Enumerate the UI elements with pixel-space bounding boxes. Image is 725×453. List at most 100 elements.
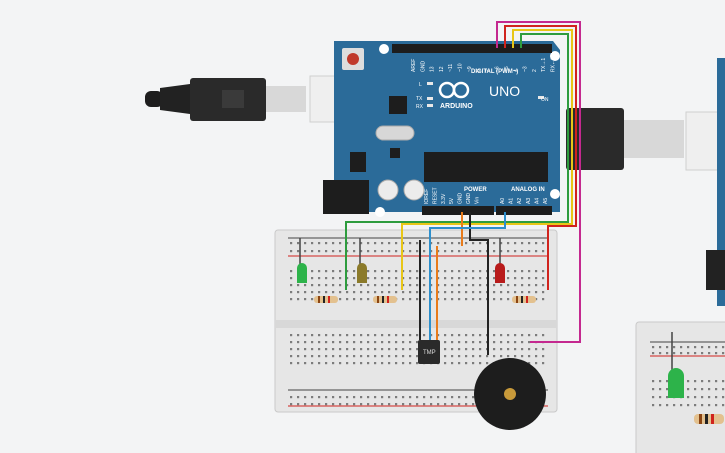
breadboard-hole[interactable] [652, 352, 655, 355]
breadboard-hole[interactable] [360, 291, 363, 294]
breadboard-hole[interactable] [659, 396, 662, 399]
breadboard-hole[interactable] [528, 334, 531, 337]
breadboard-hole[interactable] [416, 298, 419, 301]
breadboard-hole[interactable] [353, 298, 356, 301]
breadboard-hole[interactable] [465, 396, 468, 399]
breadboard-hole[interactable] [666, 352, 669, 355]
breadboard-hole[interactable] [514, 334, 517, 337]
breadboard-hole[interactable] [465, 341, 468, 344]
breadboard-hole[interactable] [715, 346, 718, 349]
breadboard-hole[interactable] [367, 298, 370, 301]
breadboard-hole[interactable] [311, 277, 314, 280]
breadboard-hole[interactable] [423, 270, 426, 273]
breadboard-hole[interactable] [694, 380, 697, 383]
breadboard-hole[interactable] [465, 291, 468, 294]
breadboard-hole[interactable] [521, 284, 524, 287]
breadboard-hole[interactable] [423, 291, 426, 294]
breadboard-hole[interactable] [451, 277, 454, 280]
breadboard-hole[interactable] [374, 270, 377, 273]
breadboard-hole[interactable] [395, 334, 398, 337]
breadboard-hole[interactable] [673, 404, 676, 407]
breadboard-hole[interactable] [437, 284, 440, 287]
breadboard-hole[interactable] [297, 403, 300, 406]
breadboard-hole[interactable] [430, 298, 433, 301]
breadboard-hole[interactable] [416, 355, 419, 358]
breadboard-hole[interactable] [304, 403, 307, 406]
breadboard-hole[interactable] [521, 277, 524, 280]
breadboard-hole[interactable] [374, 284, 377, 287]
breadboard-hole[interactable] [458, 348, 461, 351]
breadboard-hole[interactable] [493, 348, 496, 351]
breadboard-hole[interactable] [388, 250, 391, 253]
breadboard-hole[interactable] [290, 403, 293, 406]
breadboard-hole[interactable] [507, 270, 510, 273]
breadboard-hole[interactable] [708, 346, 711, 349]
breadboard-hole[interactable] [290, 341, 293, 344]
breadboard-hole[interactable] [659, 388, 662, 391]
breadboard-hole[interactable] [339, 291, 342, 294]
digital-header[interactable] [392, 44, 552, 53]
breadboard-hole[interactable] [535, 334, 538, 337]
breadboard-hole[interactable] [388, 341, 391, 344]
breadboard-hole[interactable] [325, 403, 328, 406]
breadboard-hole[interactable] [388, 242, 391, 245]
breadboard-hole[interactable] [423, 284, 426, 287]
breadboard-hole[interactable] [290, 362, 293, 365]
breadboard-hole[interactable] [715, 404, 718, 407]
breadboard-hole[interactable] [304, 298, 307, 301]
breadboard-hole[interactable] [346, 355, 349, 358]
breadboard-hole[interactable] [346, 396, 349, 399]
breadboard-hole[interactable] [325, 270, 328, 273]
breadboard-hole[interactable] [374, 396, 377, 399]
breadboard-hole[interactable] [304, 362, 307, 365]
breadboard-hole[interactable] [479, 284, 482, 287]
breadboard-hole[interactable] [388, 291, 391, 294]
breadboard-hole[interactable] [451, 348, 454, 351]
breadboard-hole[interactable] [500, 284, 503, 287]
breadboard-hole[interactable] [451, 270, 454, 273]
breadboard-hole[interactable] [437, 250, 440, 253]
breadboard-hole[interactable] [290, 348, 293, 351]
breadboard-hole[interactable] [493, 298, 496, 301]
breadboard-hole[interactable] [437, 270, 440, 273]
breadboard-hole[interactable] [535, 362, 538, 365]
breadboard-hole[interactable] [367, 403, 370, 406]
breadboard-hole[interactable] [507, 334, 510, 337]
breadboard-hole[interactable] [514, 277, 517, 280]
breadboard-hole[interactable] [437, 291, 440, 294]
breadboard-hole[interactable] [542, 242, 545, 245]
breadboard-hole[interactable] [409, 291, 412, 294]
breadboard-hole[interactable] [381, 250, 384, 253]
breadboard-hole[interactable] [402, 396, 405, 399]
breadboard-hole[interactable] [367, 341, 370, 344]
breadboard-hole[interactable] [479, 362, 482, 365]
breadboard-hole[interactable] [514, 355, 517, 358]
breadboard-hole[interactable] [353, 250, 356, 253]
breadboard-hole[interactable] [500, 298, 503, 301]
breadboard-hole[interactable] [465, 298, 468, 301]
breadboard-hole[interactable] [367, 270, 370, 273]
breadboard-hole[interactable] [708, 352, 711, 355]
breadboard-hole[interactable] [444, 334, 447, 337]
breadboard-hole[interactable] [423, 334, 426, 337]
breadboard-hole[interactable] [409, 298, 412, 301]
breadboard-hole[interactable] [409, 250, 412, 253]
breadboard-hole[interactable] [402, 341, 405, 344]
breadboard-hole[interactable] [346, 341, 349, 344]
breadboard-hole[interactable] [325, 355, 328, 358]
breadboard-hole[interactable] [388, 362, 391, 365]
breadboard-hole[interactable] [493, 291, 496, 294]
breadboard-hole[interactable] [367, 396, 370, 399]
breadboard-hole[interactable] [451, 298, 454, 301]
breadboard-hole[interactable] [680, 346, 683, 349]
breadboard-hole[interactable] [458, 298, 461, 301]
breadboard-hole[interactable] [423, 250, 426, 253]
breadboard-hole[interactable] [472, 277, 475, 280]
breadboard-hole[interactable] [339, 242, 342, 245]
breadboard-hole[interactable] [701, 380, 704, 383]
breadboard-hole[interactable] [444, 242, 447, 245]
breadboard-hole[interactable] [381, 355, 384, 358]
breadboard-hole[interactable] [395, 270, 398, 273]
breadboard-hole[interactable] [339, 270, 342, 273]
breadboard-hole[interactable] [353, 291, 356, 294]
